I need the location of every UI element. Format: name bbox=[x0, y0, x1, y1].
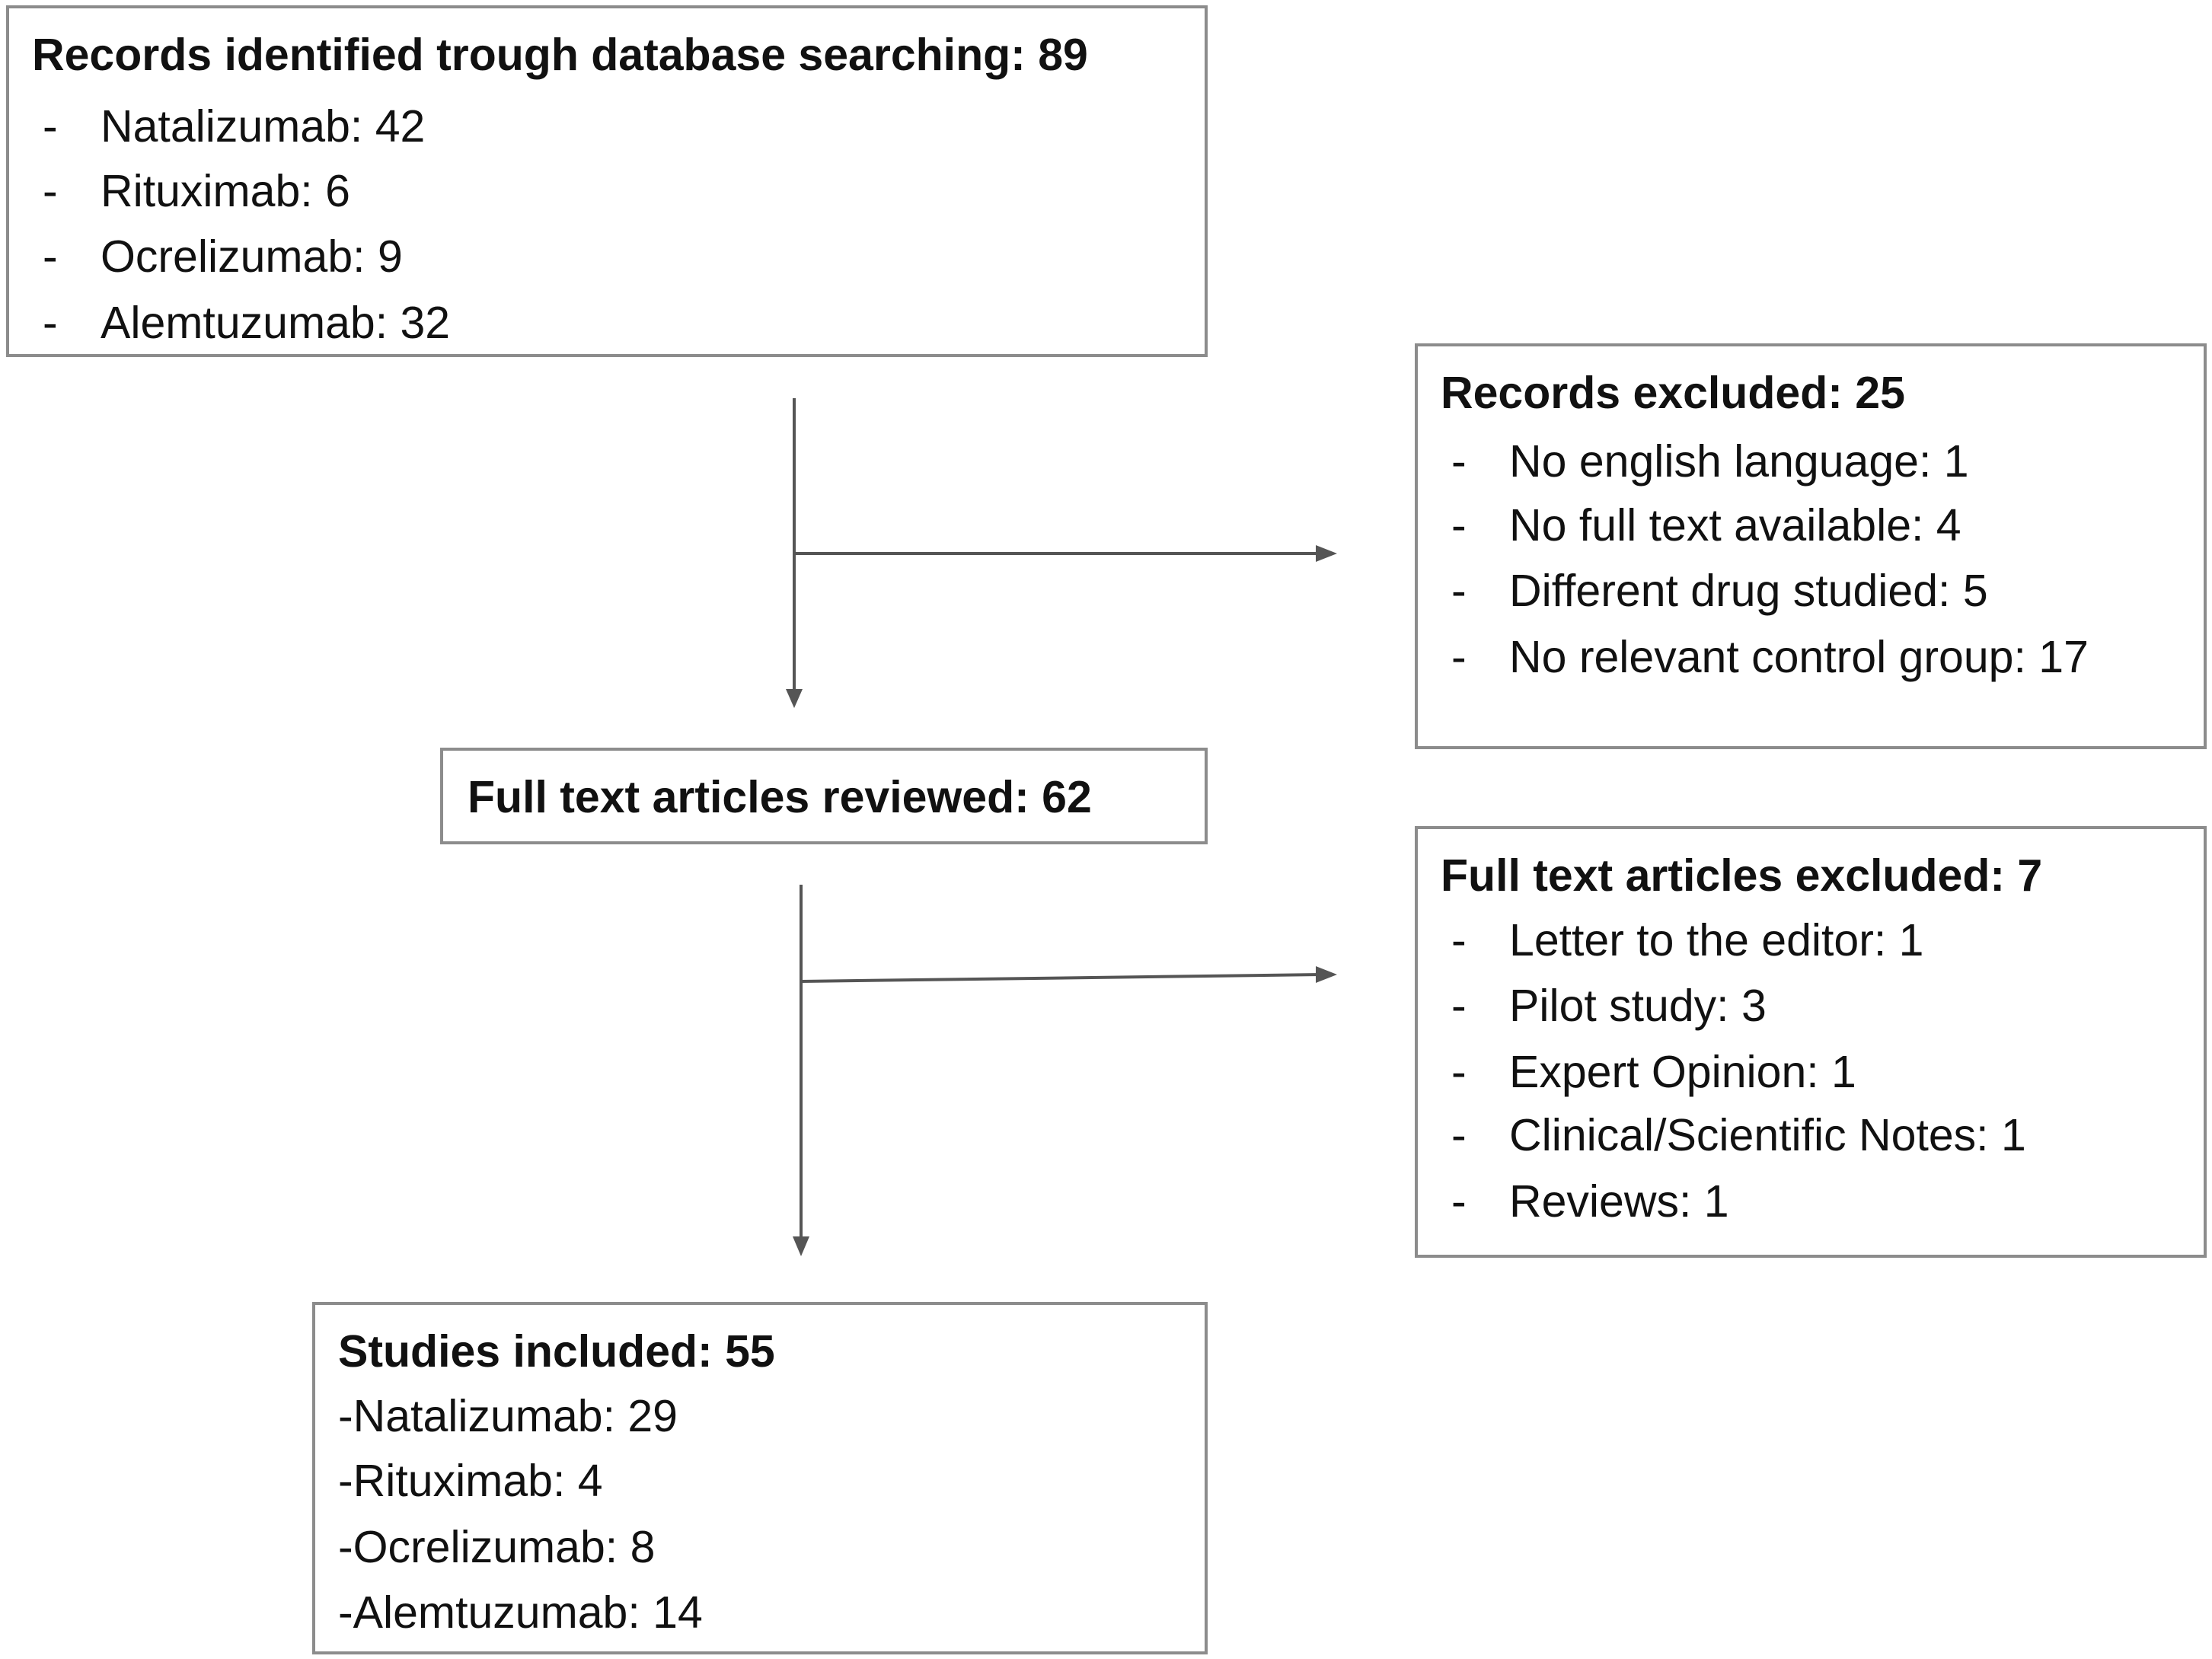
included-item: -Rituximab: 4 bbox=[338, 1456, 603, 1506]
full-text-excluded-box: Full text articles excluded: 7 - Letter … bbox=[1415, 826, 2207, 1258]
identified-item-label: Natalizumab: 42 bbox=[101, 101, 426, 152]
records-excluded-box: Records excluded: 25 - No english langua… bbox=[1415, 343, 2207, 749]
records-excluded-item-label: No full text available: 4 bbox=[1509, 500, 1961, 550]
studies-included-box: Studies included: 55 -Natalizumab: 29 -R… bbox=[312, 1302, 1208, 1654]
records-identified-title: Records identified trough database searc… bbox=[32, 30, 1088, 80]
identified-item-label: Rituximab: 6 bbox=[101, 166, 350, 216]
exclusion-branch-line-2 bbox=[800, 973, 1322, 983]
full-text-excluded-item-label: Expert Opinion: 1 bbox=[1509, 1047, 1856, 1097]
bullet-dash: - bbox=[43, 298, 58, 348]
full-text-excluded-title: Full text articles excluded: 7 bbox=[1441, 850, 2043, 901]
full-text-excluded-item-label: Reviews: 1 bbox=[1509, 1176, 1729, 1227]
records-identified-box: Records identified trough database searc… bbox=[6, 5, 1208, 357]
full-text-reviewed-box: Full text articles reviewed: 62 bbox=[440, 748, 1208, 844]
included-item: -Ocrelizumab: 8 bbox=[338, 1522, 656, 1572]
bullet-dash: - bbox=[1451, 436, 1467, 487]
exclusion-arrowhead-2 bbox=[1316, 966, 1337, 983]
bullet-dash: - bbox=[1451, 500, 1467, 550]
records-excluded-title: Records excluded: 25 bbox=[1441, 368, 1905, 418]
exclusion-arrowhead-1 bbox=[1316, 545, 1337, 562]
main-flow-arrowhead-1 bbox=[786, 689, 803, 708]
identified-item-label: Alemtuzumab: 32 bbox=[101, 298, 451, 348]
bullet-dash: - bbox=[1451, 915, 1467, 965]
full-text-excluded-item-label: Letter to the editor: 1 bbox=[1509, 915, 1924, 965]
records-excluded-item-label: No relevant control group: 17 bbox=[1509, 632, 2089, 682]
bullet-dash: - bbox=[43, 231, 58, 282]
bullet-dash: - bbox=[1451, 1110, 1467, 1160]
records-excluded-item-label: No english language: 1 bbox=[1509, 436, 1969, 487]
bullet-dash: - bbox=[1451, 566, 1467, 616]
included-item: -Alemtuzumab: 14 bbox=[338, 1587, 703, 1638]
bullet-dash: - bbox=[1451, 981, 1467, 1031]
full-text-excluded-item-label: Pilot study: 3 bbox=[1509, 981, 1767, 1031]
studies-included-title: Studies included: 55 bbox=[338, 1326, 775, 1377]
identified-item-label: Ocrelizumab: 9 bbox=[101, 231, 403, 282]
bullet-dash: - bbox=[1451, 1176, 1467, 1227]
records-excluded-item-label: Different drug studied: 5 bbox=[1509, 566, 1988, 616]
main-flow-arrowhead-2 bbox=[793, 1236, 809, 1256]
bullet-dash: - bbox=[1451, 632, 1467, 682]
bullet-dash: - bbox=[43, 166, 58, 216]
bullet-dash: - bbox=[43, 101, 58, 152]
full-text-excluded-item-label: Clinical/Scientific Notes: 1 bbox=[1509, 1110, 2026, 1160]
included-item: -Natalizumab: 29 bbox=[338, 1391, 678, 1441]
bullet-dash: - bbox=[1451, 1047, 1467, 1097]
full-text-reviewed-title: Full text articles reviewed: 62 bbox=[468, 772, 1092, 822]
